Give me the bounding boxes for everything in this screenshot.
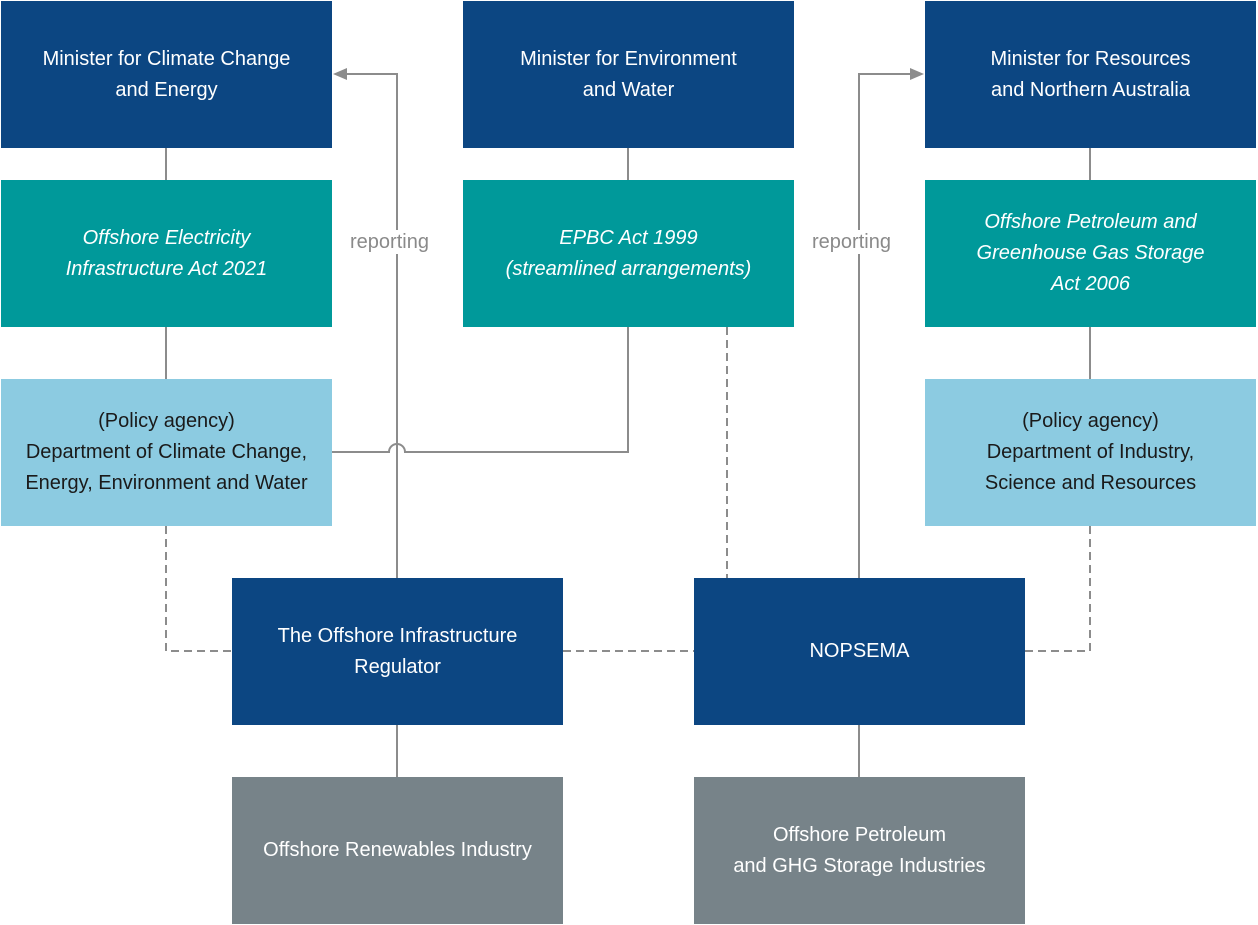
industry-offshore-petroleum-ghg: Offshore Petroleum and GHG Storage Indus… xyxy=(694,777,1025,924)
dashed-line-disr-to-nopsema xyxy=(1025,526,1091,652)
policy-agency-disr: (Policy agency) Department of Industry, … xyxy=(925,379,1256,526)
regulator-offshore-infrastructure: The Offshore Infrastructure Regulator xyxy=(232,578,563,725)
act-offshore-electricity-infrastructure: Offshore Electricity Infrastructure Act … xyxy=(1,180,332,327)
regulator-nopsema: NOPSEMA xyxy=(694,578,1025,725)
reporting-arrow-nopsema-to-resources-minister xyxy=(858,68,924,578)
minister-environment-water: Minister for Environment and Water xyxy=(463,1,794,148)
reporting-arrow-oir-to-climate-minister xyxy=(333,68,398,578)
industry-offshore-renewables: Offshore Renewables Industry xyxy=(232,777,563,924)
reporting-label-right: reporting xyxy=(810,230,893,254)
act-epbc: EPBC Act 1999 (streamlined arrangements) xyxy=(463,180,794,327)
policy-agency-dcceew: (Policy agency) Department of Climate Ch… xyxy=(1,379,332,526)
reporting-label-left: reporting xyxy=(348,230,431,254)
act-offshore-petroleum-ghg-storage: Offshore Petroleum and Greenhouse Gas St… xyxy=(925,180,1256,327)
dashed-line-dcceew-to-oir xyxy=(165,526,232,652)
minister-resources-northern-australia: Minister for Resources and Northern Aust… xyxy=(925,1,1256,148)
minister-climate-change-energy: Minister for Climate Change and Energy xyxy=(1,1,332,148)
line-epbc-to-dcceew xyxy=(332,327,629,453)
